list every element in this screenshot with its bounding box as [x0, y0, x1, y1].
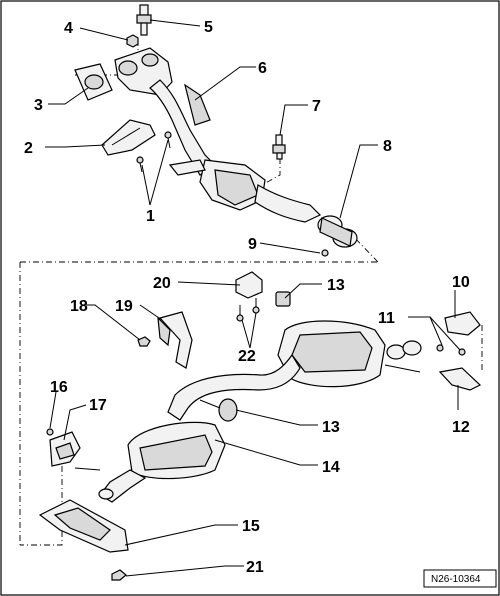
nut-17	[46, 428, 54, 436]
bracket-15	[38, 499, 129, 553]
callout-11: 11	[378, 310, 395, 327]
reference-box	[423, 569, 497, 588]
lambda-probe-upper	[136, 4, 152, 36]
front-silencer	[98, 421, 226, 503]
callout-18: 17	[89, 397, 107, 414]
callout-8: 8	[383, 138, 392, 155]
nut-16	[111, 569, 127, 581]
callout-15: 15	[242, 518, 260, 535]
bolts-1	[136, 131, 172, 173]
connecting-pipe	[167, 353, 301, 421]
callout-10: 10	[452, 274, 470, 291]
bracket-12	[438, 367, 482, 391]
callout-17: 16	[50, 379, 68, 396]
reference-code: N26-10364	[431, 574, 481, 585]
bracket-21	[235, 271, 263, 299]
bracket-20	[157, 311, 193, 369]
bracket-10	[444, 311, 481, 336]
bolt-18-shaft	[74, 467, 101, 471]
callout-12: 12	[452, 419, 470, 436]
callout-21: 20	[153, 275, 171, 292]
leader-lines	[45, 19, 461, 577]
sensor-lower-dash-line	[261, 158, 281, 186]
rear-silencer	[277, 320, 422, 388]
hanger-dash-line	[20, 440, 63, 546]
callout-2: 2	[24, 140, 33, 157]
gasket-3	[74, 63, 113, 101]
pipe-bracket	[168, 159, 206, 176]
catalytic-converter	[199, 159, 322, 223]
callout-3: 3	[34, 97, 43, 114]
lambda-probe-lower	[272, 134, 286, 160]
front-exhaust-pipe	[114, 47, 216, 176]
callout-4: 4	[64, 20, 73, 37]
bracket-18	[49, 431, 81, 467]
rubber-mount-13-upper	[275, 291, 291, 307]
callout-16: 21	[246, 559, 264, 576]
callout-13-lower: 13	[322, 419, 340, 436]
callout-19: 18	[70, 298, 88, 315]
nut-9	[321, 249, 329, 257]
bracket-2	[101, 119, 156, 156]
callout-14: 14	[322, 459, 340, 476]
bolts-11	[436, 344, 466, 356]
callout-9: 9	[248, 236, 257, 253]
callout-22: 22	[238, 348, 256, 365]
callout-5: 5	[204, 19, 213, 36]
bolts-22	[236, 298, 260, 322]
callout-7: 7	[312, 98, 321, 115]
bolt-19	[137, 336, 151, 347]
rubber-mount-13-lower	[199, 398, 238, 422]
callout-6: 6	[258, 60, 267, 77]
callout-20: 19	[115, 298, 133, 315]
clamp-8	[317, 215, 358, 248]
callout-1: 1	[146, 208, 155, 225]
nut-4	[126, 34, 139, 48]
callout-13-upper: 13	[327, 277, 345, 294]
